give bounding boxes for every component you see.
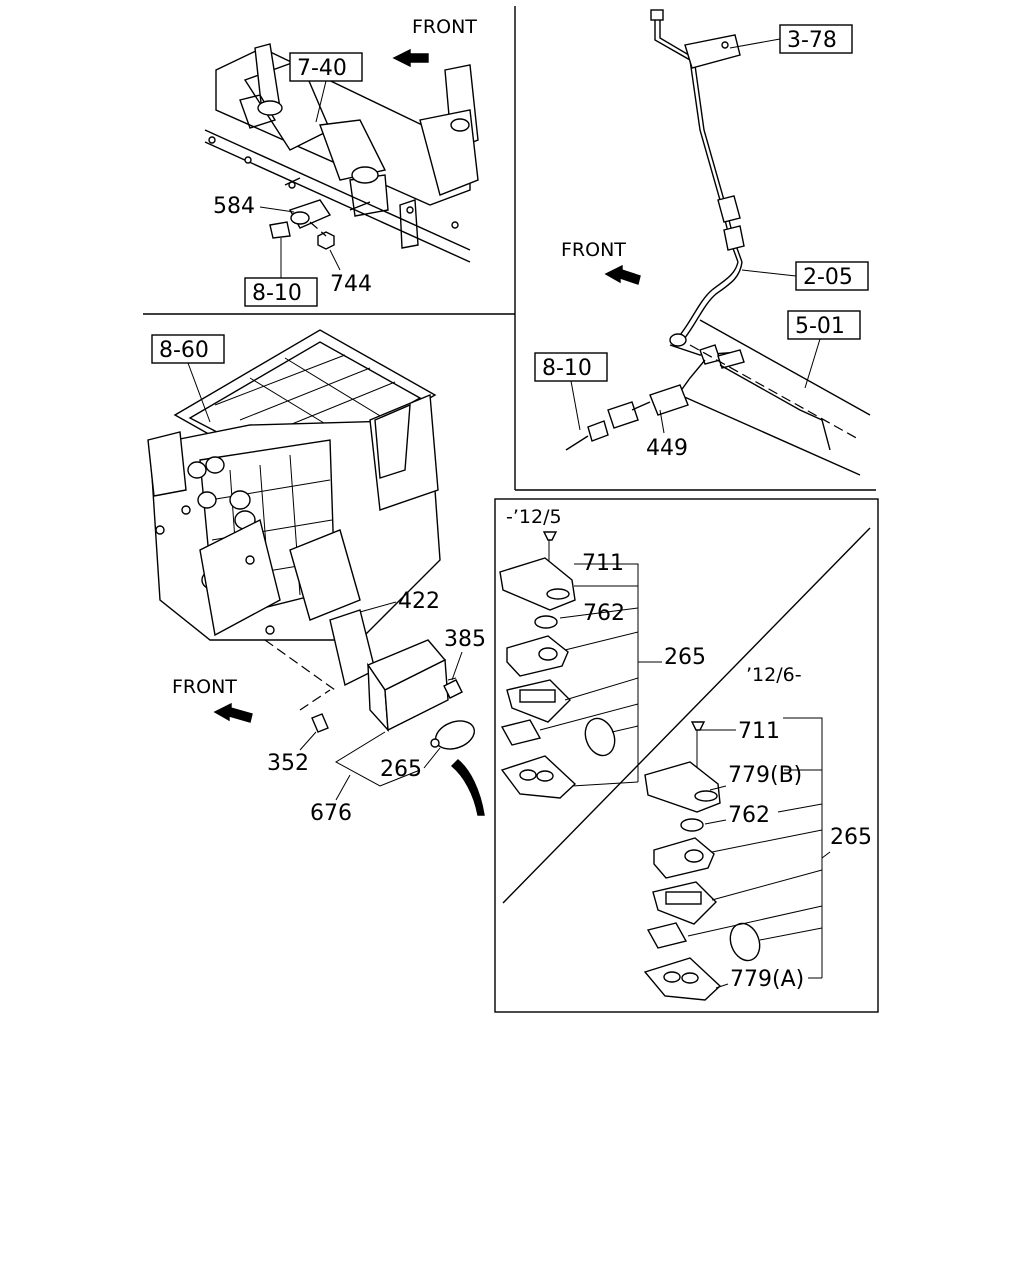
frame-assembly-drawing: FRONT 7-40 584 8-10 744 xyxy=(204,16,479,307)
ref-box-8-10-right xyxy=(534,352,608,382)
part-779a: 779(A) xyxy=(730,967,804,992)
part-449: 449 xyxy=(646,436,688,461)
fob-holder-lower xyxy=(653,837,715,879)
ref-box-8-60 xyxy=(151,334,225,364)
ref-box-5-01 xyxy=(787,310,861,340)
connector-449 xyxy=(649,384,689,416)
key-fob-detail: -’12/5 ’12/6- 711 xyxy=(499,506,872,1001)
part-711-lower: 711 xyxy=(738,719,780,744)
seal-ring-lower xyxy=(729,922,761,962)
part-584: 584 xyxy=(213,194,255,219)
front-label-right: FRONT xyxy=(561,239,626,261)
part-265-left: 265 xyxy=(380,757,422,782)
harness-routing-drawing: FRONT 3-78 2-05 5-01 8-10 449 xyxy=(534,9,871,476)
battery-762-lower xyxy=(680,818,704,832)
ref-3-78: 3-78 xyxy=(787,28,837,53)
fob-holder-upper xyxy=(506,635,569,677)
ref-5-01: 5-01 xyxy=(795,314,845,339)
ref-8-10-right: 8-10 xyxy=(542,356,592,381)
fob-board-lower xyxy=(646,922,688,949)
part-352: 352 xyxy=(267,751,309,776)
front-arrow-icon xyxy=(604,264,641,285)
part-762-upper: 762 xyxy=(583,601,625,626)
front-label-top: FRONT xyxy=(412,16,477,38)
ref-8-10-top: 8-10 xyxy=(252,281,302,306)
nut-744 xyxy=(317,231,335,250)
part-779b: 779(B) xyxy=(728,763,802,788)
date-upto: -’12/5 xyxy=(506,506,562,528)
ref-2-05: 2-05 xyxy=(803,265,853,290)
part-422: 422 xyxy=(398,589,440,614)
panel-dividers xyxy=(143,6,879,1013)
bolt-385 xyxy=(443,679,463,699)
seal-ring-upper xyxy=(584,717,616,757)
fob-parts-upper: 711 762 265 xyxy=(499,531,706,799)
part-265-lower: 265 xyxy=(830,825,872,850)
part-385: 385 xyxy=(444,627,486,652)
key-fob-265 xyxy=(434,720,476,750)
front-label-left: FRONT xyxy=(172,676,237,698)
fob-board-upper xyxy=(500,719,542,746)
bolt-352 xyxy=(311,713,329,733)
ref-box-3-78 xyxy=(779,24,853,54)
part-265-upper: 265 xyxy=(664,645,706,670)
ref-box-2-05 xyxy=(795,261,869,291)
fob-case-lower xyxy=(644,761,721,813)
ref-8-60: 8-60 xyxy=(159,338,209,363)
part-711-upper: 711 xyxy=(582,551,624,576)
front-arrow-icon xyxy=(213,702,253,723)
ref-7-40: 7-40 xyxy=(297,56,347,81)
ref-box-7-40 xyxy=(289,52,363,82)
fob-parts-lower: 711 779(B) 762 265 779(A) xyxy=(643,717,872,1001)
hvac-unit-drawing: FRONT 8-60 422 385 352 265 676 xyxy=(147,329,486,826)
fob-case-upper xyxy=(499,557,576,611)
battery-762-upper xyxy=(534,615,558,629)
part-744: 744 xyxy=(330,272,372,297)
part-676: 676 xyxy=(310,801,352,826)
part-762-lower: 762 xyxy=(728,803,770,828)
front-arrow-icon xyxy=(392,48,429,68)
date-from: ’12/6- xyxy=(746,664,802,686)
